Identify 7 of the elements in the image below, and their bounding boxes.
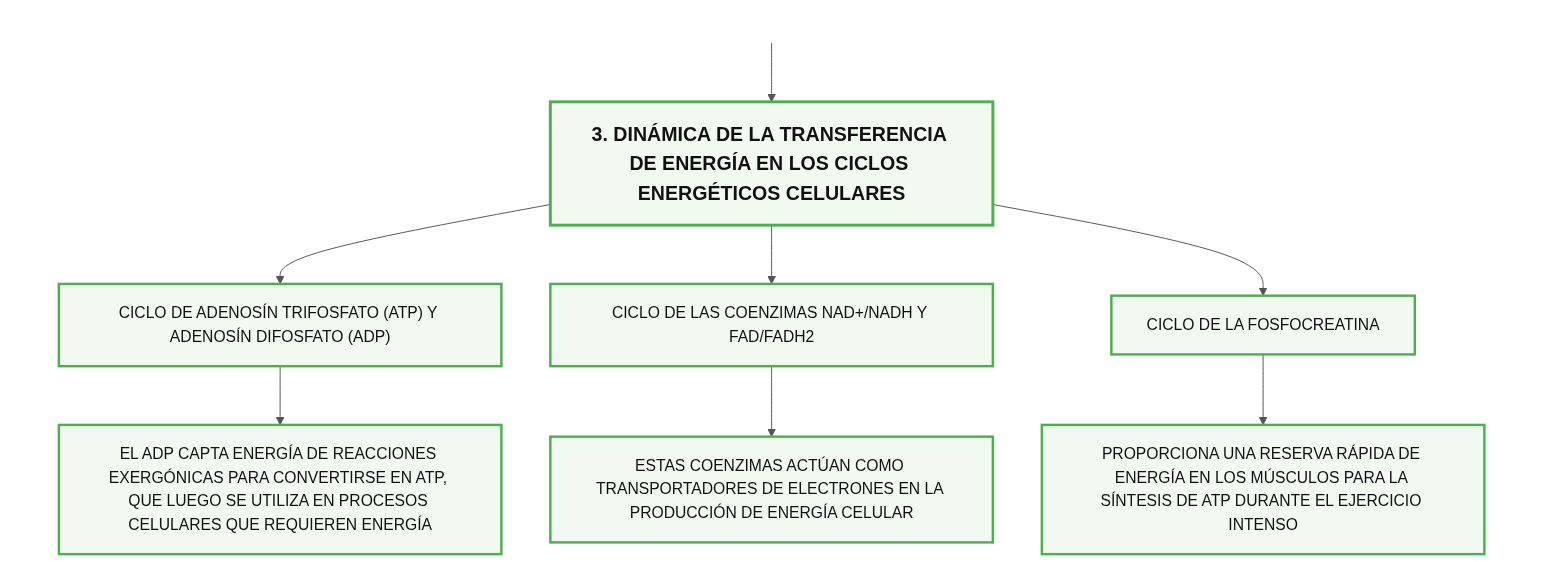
node-box: 3. DINÁMICA DE LA TRANSFERENCIA DE ENERGÍA EN LOS CICLOS ENERGÉTICOS CELULARES [548,100,995,227]
node-box: CICLO DE ADENOSÍN TRIFOSFATO (ATP) Y ADENOSÍN DIFOSFATO (ADP) [57,282,503,368]
node-box: CICLO DE LAS COENZIMAS NAD+/NADH Y FAD/FADH2 [549,282,994,368]
node-box: EL ADP CAPTA ENERGÍA DE REACCIONES EXERGÓNICAS PARA CONVERTIRSE EN ATP, QUE LUEGO SE UTILIZA EN PROCESOS CELULARES QUE REQUIEREN ENERGÍA [57,423,503,556]
node-box: PROPORCIONA UNA RESERVA RÁPIDA DE ENERGÍA EN LOS MÚSCULOS PARA LA SÍNTESIS DE ATP DURANTE EL EJERCICIO INTENSO [1040,423,1486,556]
node-box: ESTAS COENZIMAS ACTÚAN COMO TRANSPORTADORES DE ELECTRONES EN LA PRODUCCIÓN DE ENERGÍA CELULAR [549,435,994,544]
node-box: CICLO DE LA FOSFOCREATINA [1110,294,1416,356]
